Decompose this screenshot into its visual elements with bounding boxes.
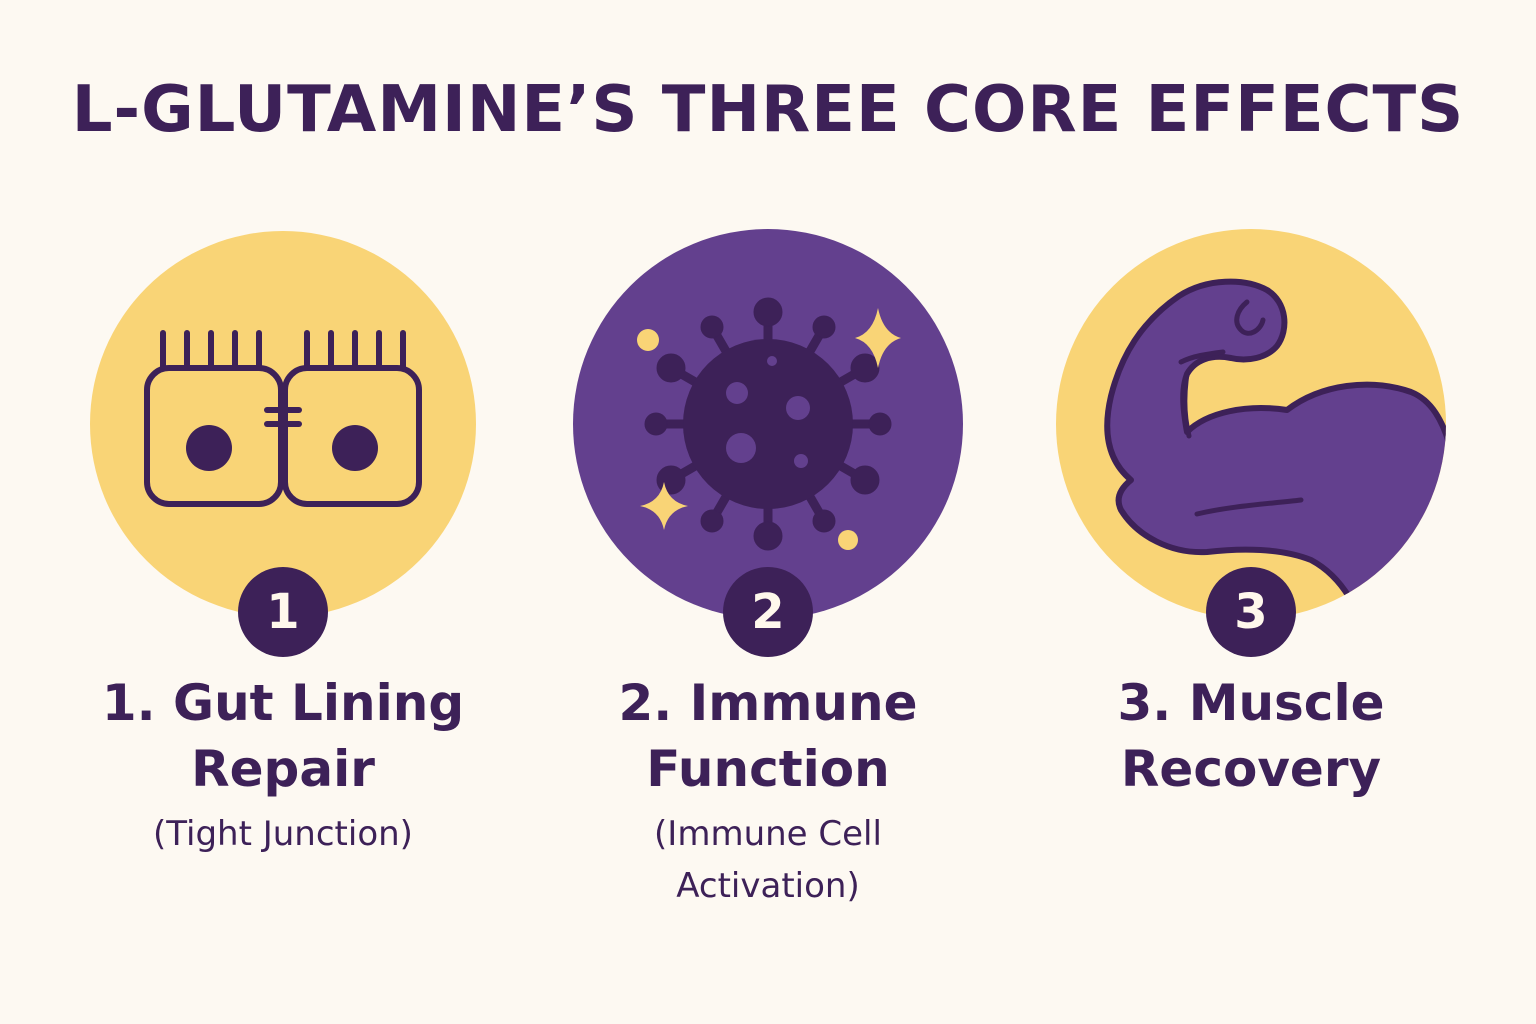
step-badge (723, 567, 813, 657)
virus-spike-knob (700, 315, 724, 339)
virus-immune-icon (573, 229, 963, 657)
sparkle-dot (838, 530, 858, 550)
virus-spike-knob (656, 353, 686, 383)
effect-sublabel: (Immune Cell Activation) (528, 808, 1008, 912)
virus-spike-knob (753, 297, 783, 327)
tight-junction-cells-icon (90, 231, 476, 657)
virus-spike-knob (868, 412, 892, 436)
effect-sublabel-line1: (Tight Junction) (153, 814, 413, 854)
step-number: 2 (751, 584, 785, 640)
effect-label-line1: 3. Muscle (1117, 674, 1385, 732)
effect-gut-lining-repair: 1 1. Gut Lining Repair (Tight Junction) (43, 0, 523, 1024)
step-badge (238, 567, 328, 657)
virus-spike-knob (850, 465, 880, 495)
sparkle-icon (855, 308, 901, 368)
effect-label: 1. Gut Lining Repair (43, 670, 523, 802)
effect-label-line2: Recovery (1120, 740, 1382, 798)
effect-sublabel-line1: (Immune Cell (654, 814, 882, 854)
virus-spike-knob (753, 521, 783, 551)
effect-label: 2. Immune Function (528, 670, 1008, 802)
effect-sublabel: (Tight Junction) (43, 808, 523, 860)
effect-label: 3. Muscle Recovery (1011, 670, 1491, 802)
virus-spike-knob (656, 465, 686, 495)
sparkle-dot (637, 329, 659, 351)
virus-spike-knob (812, 509, 836, 533)
flexed-bicep-icon (1056, 229, 1446, 657)
step-number: 3 (1234, 584, 1268, 640)
effect-label-line1: 2. Immune (618, 674, 918, 732)
effect-label-line2: Function (646, 740, 890, 798)
step-badge (1206, 567, 1296, 657)
virus-spike-knob (812, 315, 836, 339)
virus-spike-knob (644, 412, 668, 436)
step-number: 1 (266, 584, 300, 640)
sparkle-icon (640, 482, 688, 530)
virus-spike-knob (850, 353, 880, 383)
virus-spike-knob (700, 509, 724, 533)
effect-muscle-recovery: 3 3. Muscle Recovery (1011, 0, 1491, 1024)
effect-label-line2: Repair (191, 740, 375, 798)
effect-label-line1: 1. Gut Lining (101, 674, 465, 732)
effect-sublabel-line2: Activation) (676, 866, 860, 906)
effect-immune-function: 2 2. Immune Function (Immune Cell Activa… (528, 0, 1008, 1024)
page-title: L-GLUTAMINE’S THREE CORE EFFECTS (71, 73, 1465, 147)
